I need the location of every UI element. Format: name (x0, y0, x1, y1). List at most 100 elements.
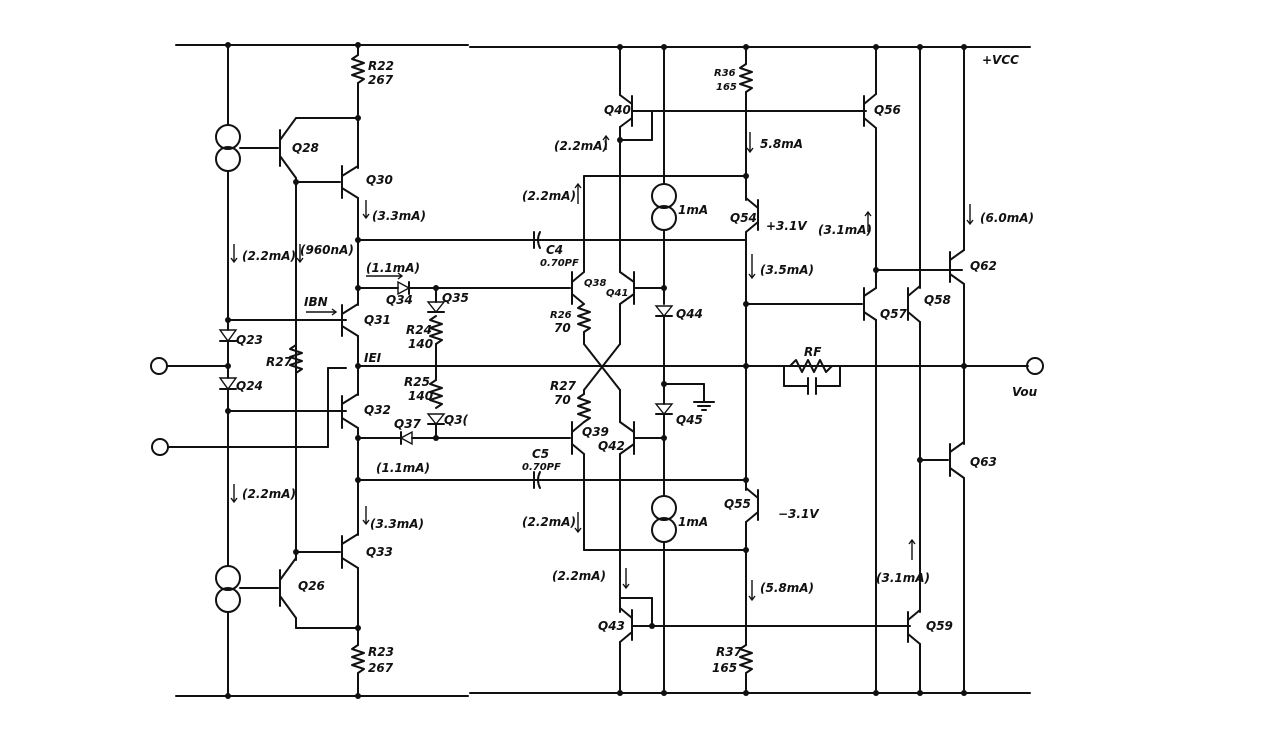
vcc-rail (175, 44, 1031, 48)
input-terminal-plus (150, 357, 229, 375)
current-label-q57: (3.1mA) (818, 223, 872, 237)
current-arrows (230, 132, 974, 602)
q38-label: Q38 (584, 278, 606, 289)
q39-label: Q39 (582, 425, 609, 439)
q36-label: Q3( (444, 413, 469, 427)
r25-value: 140 (408, 389, 433, 403)
r37-label: R37 (716, 645, 743, 659)
q28-label: Q28 (292, 141, 319, 155)
diff-pair (571, 139, 747, 611)
r23-value: 267 (368, 661, 394, 675)
current-label-q37: (1.1mA) (376, 461, 430, 475)
bias-wires (357, 239, 747, 481)
q43-mirror (619, 597, 911, 694)
r22-label: R22 (368, 59, 394, 73)
r24-value: 140 (408, 337, 433, 351)
output-terminal (1026, 357, 1044, 375)
current-label-q23: (2.2mA) (242, 249, 296, 263)
q54-q55-column (739, 46, 863, 694)
q45-label: Q45 (676, 413, 703, 427)
c5-label: C5 (532, 447, 549, 461)
rf-label: RF (804, 345, 822, 359)
q56-q57-column (863, 46, 963, 694)
q32-label: Q32 (364, 403, 391, 417)
current-label-q38: (2.2mA) (522, 189, 576, 203)
q41-label: Q41 (606, 288, 628, 299)
vcc-label: +VCC (982, 53, 1019, 67)
current-label-q62: (6.0mA) (980, 211, 1034, 225)
q40-mirror (619, 46, 867, 141)
current-source-bottom-label: 1mA (678, 515, 708, 529)
vout-label: Vou (1012, 385, 1038, 399)
current-label-r36: 5.8mA (760, 137, 803, 151)
current-label-q43: (2.2mA) (552, 569, 606, 583)
current-label-q24: (2.2mA) (242, 487, 296, 501)
q31-label: Q31 (364, 313, 391, 327)
q44-label: Q44 (676, 307, 703, 321)
q34-label: Q34 (386, 293, 413, 307)
q56-label: Q56 (874, 103, 901, 117)
q58-q59-column (907, 46, 949, 694)
q43-label: Q43 (598, 619, 625, 633)
r27b-value: 70 (554, 393, 571, 407)
c5-value: 0.70PF (522, 462, 561, 473)
q59-label: Q59 (926, 619, 953, 633)
r36-value: 165 (716, 82, 737, 93)
q58-label: Q58 (924, 293, 951, 307)
r26-value: 70 (554, 321, 571, 335)
ibn-label: IBN (304, 295, 328, 309)
q24-label: Q24 (236, 379, 263, 393)
q63-label: Q63 (970, 455, 997, 469)
current-label-q33: (3.3mA) (370, 517, 424, 531)
r27b-label: R27 (550, 379, 577, 393)
q62-label: Q62 (970, 259, 997, 273)
r23-label: R23 (368, 645, 394, 659)
q28-transistor (239, 117, 359, 561)
current-label-q40: (2.2mA) (554, 139, 608, 153)
r24-r25-ladder (426, 287, 446, 439)
rf-feedback (783, 359, 841, 395)
current-label-q39: (2.2mA) (522, 515, 576, 529)
r27-left-resistor (289, 344, 303, 374)
current-source-top-label: 1mA (678, 203, 708, 217)
q55-label: Q55 (724, 497, 751, 511)
q26-label: Q26 (298, 579, 325, 593)
c5-capacitor (533, 471, 541, 489)
current-label-q30: (3.3mA) (372, 209, 426, 223)
q33-label: Q33 (366, 545, 393, 559)
r25-label: R25 (404, 375, 430, 389)
vee-rail (175, 692, 1031, 697)
q54-label: Q54 (730, 211, 757, 225)
q23-label: Q23 (236, 333, 263, 347)
r27a-label: R27 (266, 355, 293, 369)
q26-transistor (239, 557, 359, 629)
r24-label: R24 (406, 323, 432, 337)
q30-label: Q30 (366, 173, 393, 187)
r22-value: 267 (368, 73, 394, 87)
current-label-q34: (1.1mA) (366, 261, 420, 275)
voltage-positive-label: +3.1V (766, 219, 808, 233)
current-label-q31: (960nA) (300, 243, 354, 257)
c4-value: 0.70PF (540, 258, 579, 269)
r36-label: R36 (714, 68, 736, 79)
r26-label: R26 (550, 310, 572, 321)
current-source-column (651, 46, 715, 694)
current-label-q54: (3.5mA) (760, 263, 814, 277)
r37-value: 165 (712, 661, 737, 675)
iei-label: IEI (364, 351, 382, 365)
q40-label: Q40 (604, 103, 631, 117)
c4-label: C4 (546, 243, 563, 257)
q37-label: Q37 (394, 417, 422, 431)
left-bias-column (215, 44, 347, 697)
voltage-negative-label: −3.1V (778, 507, 820, 521)
current-label-q59: (3.1mA) (876, 571, 930, 585)
input-terminal-minus (151, 367, 347, 456)
c4-capacitor (533, 231, 541, 249)
q57-label: Q57 (880, 307, 908, 321)
junction-dots (225, 42, 967, 699)
labels: +VCC Vou R22 267 R23 267 R36 165 R37 165… (236, 53, 1038, 675)
q42-label: Q42 (598, 439, 625, 453)
q35-label: Q35 (442, 291, 469, 305)
current-label-r37: (5.8mA) (760, 581, 814, 595)
